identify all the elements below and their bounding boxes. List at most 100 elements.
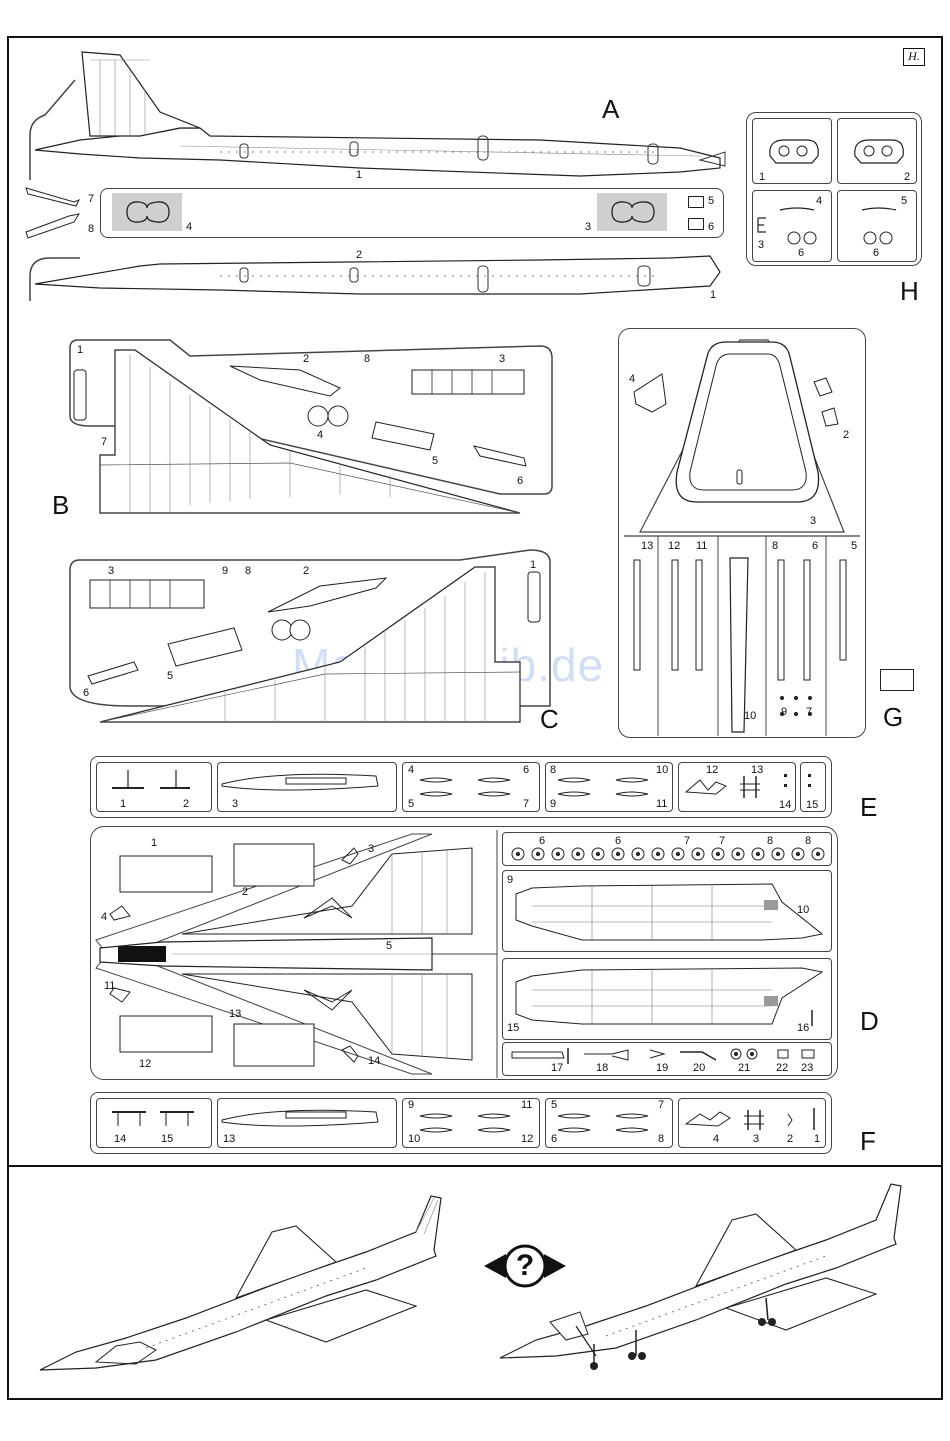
sprue-a-part-8: 8 <box>88 224 94 235</box>
sprue-d-part-19: 19 <box>656 1063 668 1074</box>
sprue-d-part-4: 4 <box>101 912 107 923</box>
sprue-b-part-6: 6 <box>517 476 523 487</box>
sprue-e-part-15: 15 <box>806 800 818 811</box>
sprue-a-part-6: 6 <box>708 222 714 233</box>
sprue-d-part-14: 14 <box>368 1056 380 1067</box>
sprue-d-nacelle-upper <box>502 870 832 952</box>
sprue-a-pitot-parts <box>24 180 94 240</box>
sprue-d-part-13: 13 <box>229 1009 241 1020</box>
sprue-b-part-4: 4 <box>317 430 323 441</box>
sprue-b-part-5: 5 <box>432 456 438 467</box>
sprue-a-part-5: 5 <box>708 196 714 207</box>
sprue-d-part-23: 23 <box>801 1063 813 1074</box>
sprue-a-part-2: 2 <box>356 250 362 261</box>
sprue-g-part-4: 4 <box>629 374 635 385</box>
sprue-g-part-10: 10 <box>744 711 756 722</box>
sprue-e-part-13: 13 <box>751 765 763 776</box>
sprue-h-part-6a: 6 <box>798 248 804 259</box>
sprue-f-part-9: 9 <box>408 1100 414 1111</box>
sprue-f-letter: F <box>860 1128 876 1154</box>
sprue-c-part-3: 3 <box>108 566 114 577</box>
sprue-a-small-part-5 <box>688 196 704 208</box>
sprue-d-nacelle-lower <box>502 958 832 1040</box>
sprue-c-letter: C <box>540 706 559 732</box>
sprue-c-part-1: 1 <box>530 560 536 571</box>
sprue-g-letter: G <box>883 704 903 730</box>
sprue-b-small-parts <box>60 340 540 490</box>
sprue-h-part-2: 2 <box>904 172 910 183</box>
sprue-c-part-8: 8 <box>245 566 251 577</box>
sprue-f-part-2: 2 <box>787 1134 793 1145</box>
sprue-b-letter: B <box>52 492 69 518</box>
sprue-d-part-3: 3 <box>368 844 374 855</box>
sprue-a-part-1: 1 <box>356 170 362 181</box>
sprue-a-fuselage-right <box>20 246 740 306</box>
bottom-divider <box>7 1165 943 1167</box>
sprue-e-part-8: 8 <box>550 765 556 776</box>
sprue-g-part-2: 2 <box>843 430 849 441</box>
sprue-e-part-4: 4 <box>408 765 414 776</box>
sprue-e-part-7: 7 <box>523 799 529 810</box>
sprue-g-decal-box <box>880 669 914 691</box>
maker-mark: H. <box>908 49 920 63</box>
sprue-a-fuselage-left <box>20 40 760 180</box>
sprue-d-part-15: 15 <box>507 1023 519 1034</box>
sprue-g-part-11: 11 <box>696 541 707 552</box>
sprue-f-part-10: 10 <box>408 1134 420 1145</box>
sprue-a-letter: A <box>602 96 619 122</box>
sprue-a-part-4: 4 <box>186 222 192 233</box>
sprue-d-left-panel <box>92 830 502 1078</box>
sprue-h-part-6b: 6 <box>873 248 879 259</box>
sprue-g-part-13: 13 <box>641 541 653 552</box>
sprue-h-windscreens <box>752 118 922 268</box>
sprue-h-letter: H <box>900 278 919 304</box>
sprue-h-part-5: 5 <box>901 196 907 207</box>
sprue-g-part-8: 8 <box>772 541 778 552</box>
maker-logo: H. <box>903 48 925 66</box>
sprue-f-part-6: 6 <box>551 1134 557 1145</box>
sprue-d-part-1: 1 <box>151 838 157 849</box>
sprue-h-part-3: 3 <box>758 240 764 251</box>
sprue-d-part-2: 2 <box>242 887 248 898</box>
sprue-d-part-11: 11 <box>104 981 115 992</box>
sprue-e-part-12: 12 <box>706 765 718 776</box>
sprue-f-part-3: 3 <box>753 1134 759 1145</box>
sprue-g-part-9: 9 <box>781 707 787 718</box>
sprue-g-part-3: 3 <box>810 516 816 527</box>
sprue-c-small-parts <box>60 550 540 700</box>
sprue-c-part-9: 9 <box>222 566 228 577</box>
sprue-h-part-4: 4 <box>816 196 822 207</box>
sprue-f-part-5: 5 <box>551 1100 557 1111</box>
sprue-e-part-5: 5 <box>408 799 414 810</box>
sprue-d-part-18: 18 <box>596 1063 608 1074</box>
sprue-e-part-1: 1 <box>120 799 126 810</box>
aircraft-clean-config <box>36 1192 456 1382</box>
sprue-a-small-part-6 <box>688 218 704 230</box>
sprue-d-part-6a: 6 <box>539 836 545 847</box>
sprue-e-part-11: 11 <box>656 799 667 810</box>
sprue-a-part-7: 7 <box>88 194 94 205</box>
sprue-b-part-2: 2 <box>303 354 309 365</box>
sprue-c-part-5: 5 <box>167 671 173 682</box>
sprue-a-part-1-right: 1 <box>710 290 716 301</box>
sprue-a-window-insert-right-shape <box>597 193 667 231</box>
sprue-c-part-6: 6 <box>83 688 89 699</box>
sprue-g-part-5: 5 <box>851 541 857 552</box>
sprue-g-part-7: 7 <box>806 707 812 718</box>
sprue-g-strips <box>620 536 865 736</box>
sprue-f-part-12: 12 <box>521 1134 533 1145</box>
sprue-b-part-1: 1 <box>77 345 83 356</box>
sprue-b-part-7: 7 <box>101 437 107 448</box>
sprue-d-part-12: 12 <box>139 1059 151 1070</box>
sprue-a-part-3: 3 <box>585 222 591 233</box>
sprue-g-part-12: 12 <box>668 541 680 552</box>
sprue-d-part-8a: 8 <box>767 836 773 847</box>
sprue-f-part-15: 15 <box>161 1134 173 1145</box>
sprue-g-canopy <box>622 332 862 542</box>
sprue-d-part-7b: 7 <box>719 836 725 847</box>
sprue-f-part-11: 11 <box>521 1100 532 1111</box>
sprue-g-part-6: 6 <box>812 541 818 552</box>
sprue-f-part-1: 1 <box>814 1134 820 1145</box>
sprue-f-part-7: 7 <box>658 1100 664 1111</box>
sprue-d-part-6b: 6 <box>615 836 621 847</box>
